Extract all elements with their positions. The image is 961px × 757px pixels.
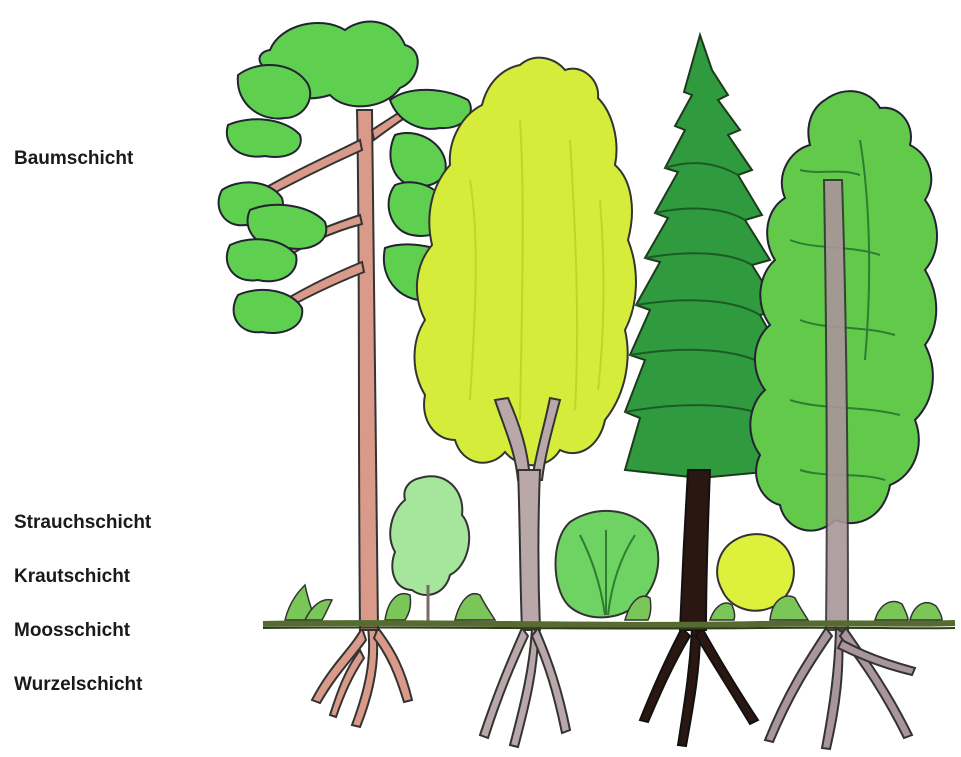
beech-trunk bbox=[824, 180, 848, 630]
birch-roots bbox=[480, 628, 570, 747]
shrub-layer bbox=[390, 476, 794, 622]
pine-trunk bbox=[357, 110, 378, 630]
ground-moss-line bbox=[263, 623, 955, 625]
spruce-roots bbox=[640, 628, 758, 746]
birch-trunk bbox=[518, 470, 540, 630]
spruce-trunk bbox=[680, 470, 710, 630]
pine-roots bbox=[312, 628, 412, 727]
birch-tree bbox=[414, 58, 635, 747]
beech-tree bbox=[750, 91, 937, 749]
young-tree-shrub bbox=[390, 476, 469, 595]
beech-roots bbox=[765, 628, 915, 749]
